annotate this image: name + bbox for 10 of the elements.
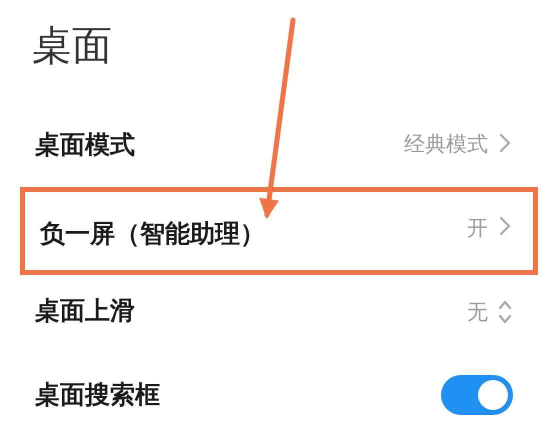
setting-value: 经典模式 <box>404 131 488 158</box>
highlight-box <box>20 187 538 275</box>
menu-item: 桌面模式 <box>35 129 135 161</box>
setting-value: 开 <box>467 215 488 242</box>
setting-value: 无 <box>467 299 488 326</box>
menu-item: 负一屏（智能助理） <box>40 217 265 251</box>
arrow <box>259 18 296 219</box>
menu-item: 桌面上滑 <box>35 295 135 327</box>
menu-item: 桌面搜索框 <box>35 379 160 411</box>
page-title: 桌面 <box>32 22 112 71</box>
